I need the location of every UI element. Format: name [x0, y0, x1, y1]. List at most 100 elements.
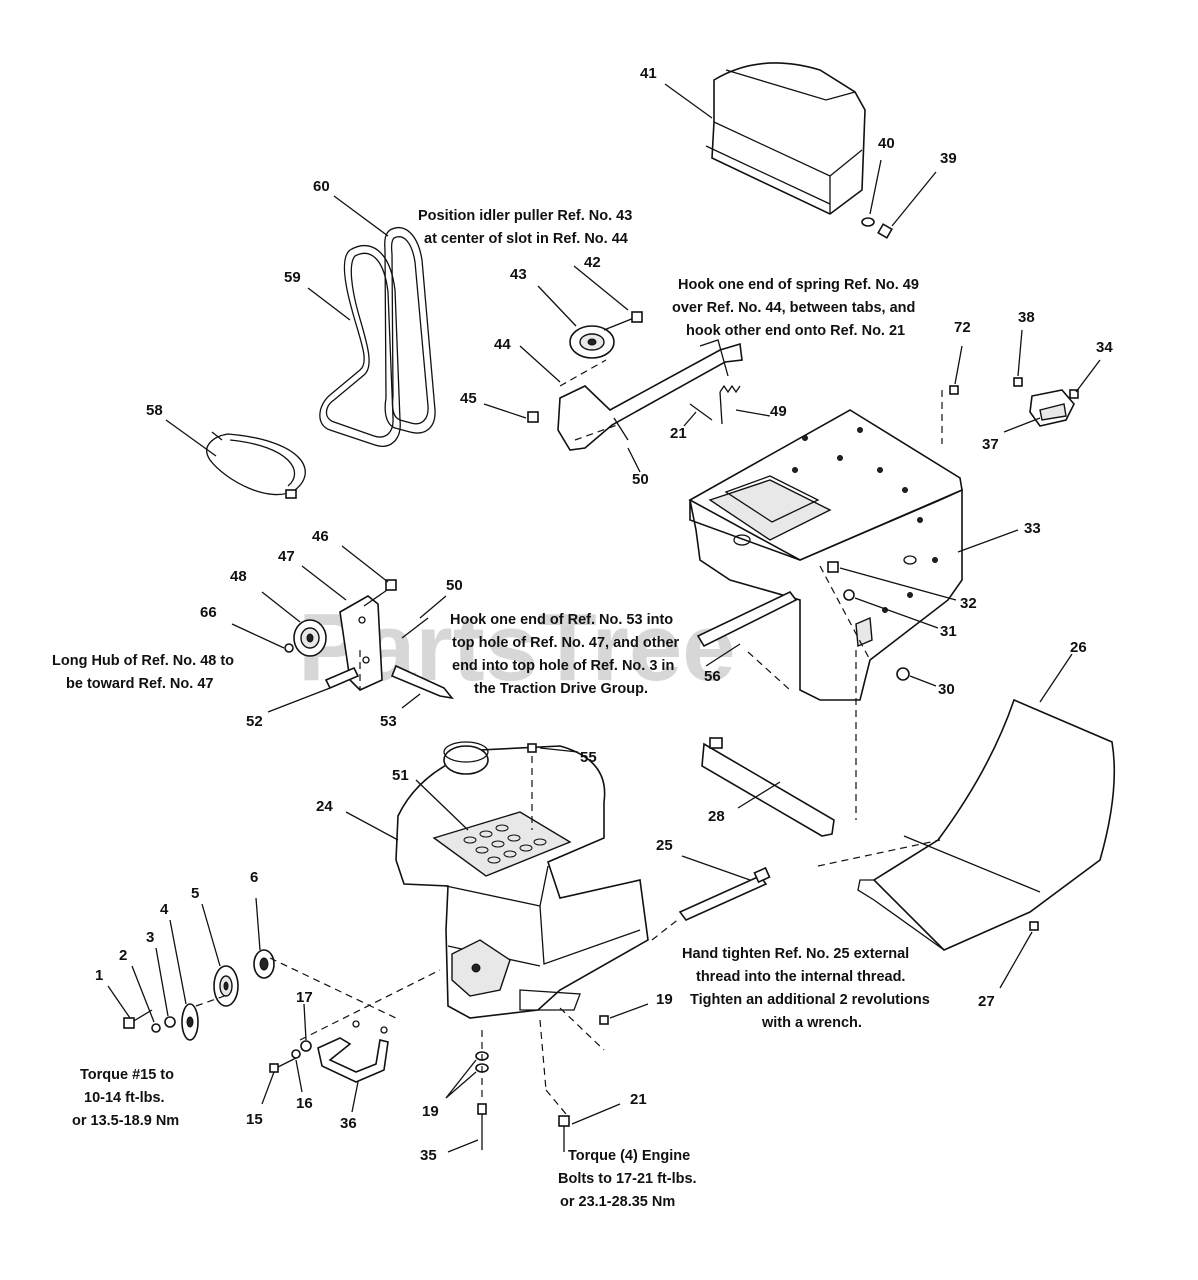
- svg-text:Hook one end of spring Ref. No: Hook one end of spring Ref. No. 49: [678, 277, 919, 293]
- washer-part-16: [291, 1049, 301, 1059]
- label-50-upper: 50: [632, 471, 649, 488]
- svg-text:Torque (4) Engine: Torque (4) Engine: [568, 1148, 690, 1164]
- part-30: [896, 667, 910, 681]
- label-19-right: 19: [656, 991, 673, 1008]
- svg-text:or 23.1-28.35 Nm: or 23.1-28.35 Nm: [560, 1194, 675, 1210]
- pin-part-50-lower: [401, 617, 429, 639]
- part-31: [843, 589, 855, 601]
- screw-part-72: [949, 385, 959, 395]
- svg-text:be toward Ref. No. 47: be toward Ref. No. 47: [66, 676, 213, 692]
- note-torque-15: Torque #15 to 10-14 ft-lbs. or 13.5-18.9…: [72, 1067, 179, 1129]
- screw-part-27: [1029, 921, 1039, 931]
- svg-text:or 13.5-18.9 Nm: or 13.5-18.9 Nm: [72, 1113, 179, 1129]
- label-52: 52: [246, 713, 263, 730]
- spring-part-49: [719, 384, 741, 425]
- bolt-part-42: [603, 311, 643, 331]
- label-17: 17: [296, 989, 313, 1006]
- label-4: 4: [160, 901, 169, 918]
- bolt-part-35: [477, 1103, 487, 1150]
- label-72: 72: [954, 319, 971, 336]
- label-51: 51: [392, 767, 409, 784]
- bushing-part-30-block: [855, 616, 873, 648]
- svg-text:at center of slot in Ref. No.: at center of slot in Ref. No. 44: [424, 231, 628, 247]
- bracket-part-36: [317, 1020, 389, 1083]
- cable-part-58: [206, 431, 306, 499]
- label-30: 30: [938, 681, 955, 698]
- note-hook-53: Hook one end of Ref. No. 53 into top hol…: [450, 612, 680, 697]
- screw-part-39: [877, 223, 893, 239]
- label-48: 48: [230, 568, 247, 585]
- note-torque-engine: Torque (4) Engine Bolts to 17-21 ft-lbs.…: [558, 1148, 697, 1210]
- label-58: 58: [146, 402, 163, 419]
- svg-text:thread into the internal threa: thread into the internal thread.: [696, 969, 905, 985]
- label-33: 33: [1024, 520, 1041, 537]
- bolt-part-1: [123, 1009, 153, 1029]
- svg-text:with a wrench.: with a wrench.: [761, 1015, 862, 1031]
- label-60: 60: [313, 178, 330, 195]
- note-hand-tighten: Hand tighten Ref. No. 25 external thread…: [682, 946, 930, 1031]
- label-47: 47: [278, 548, 295, 565]
- svg-text:Hook one end of Ref. No. 53 in: Hook one end of Ref. No. 53 into: [450, 612, 673, 628]
- label-42: 42: [584, 254, 601, 271]
- screw-part-38: [1013, 377, 1023, 387]
- label-56: 56: [704, 668, 721, 685]
- washer-part-2: [151, 1023, 161, 1033]
- bracket-part-37: [1029, 389, 1075, 427]
- label-27: 27: [978, 993, 995, 1010]
- svg-text:over Ref. No. 44, between tabs: over Ref. No. 44, between tabs, and: [672, 300, 915, 316]
- svg-text:the Traction Drive Group.: the Traction Drive Group.: [474, 681, 648, 697]
- washer-part-3: [164, 1016, 176, 1028]
- label-21-upper: 21: [670, 425, 687, 442]
- svg-text:Torque #15 to: Torque #15 to: [80, 1067, 174, 1083]
- part-labels: 41 40 39 60 59 42 43 44 45 50 58 49 21 7…: [95, 65, 1113, 1164]
- svg-text:hook other end onto Ref. No. 2: hook other end onto Ref. No. 21: [686, 323, 905, 339]
- label-59: 59: [284, 269, 301, 286]
- svg-text:Bolts to 17-21 ft-lbs.: Bolts to 17-21 ft-lbs.: [558, 1171, 697, 1187]
- belt-part-59: [319, 245, 401, 447]
- screw-part-55: [527, 743, 537, 753]
- label-35: 35: [420, 1147, 437, 1164]
- deflector-part-26: [857, 698, 1116, 951]
- svg-text:Long Hub of Ref. No. 48 to: Long Hub of Ref. No. 48 to: [52, 653, 234, 669]
- label-2: 2: [119, 947, 127, 964]
- note-long-hub: Long Hub of Ref. No. 48 to be toward Ref…: [52, 653, 234, 692]
- svg-text:top hole of Ref. No. 47, and o: top hole of Ref. No. 47, and other: [452, 635, 680, 651]
- label-49: 49: [770, 403, 787, 420]
- label-46: 46: [312, 528, 329, 545]
- label-5: 5: [191, 885, 199, 902]
- pulley-part-48: [293, 619, 327, 657]
- svg-text:10-14 ft-lbs.: 10-14 ft-lbs.: [84, 1090, 165, 1106]
- note-spring-hook: Hook one end of spring Ref. No. 49 over …: [672, 277, 919, 339]
- label-44: 44: [494, 336, 511, 353]
- label-34: 34: [1096, 339, 1113, 356]
- label-32: 32: [960, 595, 977, 612]
- screw-part-34: [1069, 389, 1079, 399]
- hub-part-6: [253, 949, 275, 979]
- label-55: 55: [580, 749, 597, 766]
- screw-part-45: [527, 411, 539, 423]
- label-40: 40: [878, 135, 895, 152]
- belt-cover-part-41: [705, 62, 866, 215]
- label-6: 6: [250, 869, 258, 886]
- label-39: 39: [940, 150, 957, 167]
- svg-text:Tighten an additional 2 revolu: Tighten an additional 2 revolutions: [690, 992, 930, 1008]
- washer-part-17: [300, 1040, 312, 1052]
- label-24: 24: [316, 798, 333, 815]
- grille-part-51: [432, 811, 572, 877]
- label-1: 1: [95, 967, 103, 984]
- washer-part-66: [284, 643, 294, 653]
- label-28: 28: [708, 808, 725, 825]
- idler-pulley-part-43: [569, 325, 615, 359]
- threaded-rod-part-25: [678, 866, 771, 921]
- note-idler-position: Position idler puller Ref. No. 43 at cen…: [418, 208, 632, 247]
- svg-text:end into top hole of Ref. No.: end into top hole of Ref. No. 3 in: [452, 658, 674, 674]
- bolt-part-21-lower: [558, 1115, 570, 1152]
- pulley-part-4: [181, 1003, 199, 1041]
- label-3: 3: [146, 929, 154, 946]
- label-16: 16: [296, 1095, 313, 1112]
- label-36: 36: [340, 1115, 357, 1132]
- label-41: 41: [640, 65, 657, 82]
- label-53: 53: [380, 713, 397, 730]
- spacer-part-52: [324, 666, 360, 690]
